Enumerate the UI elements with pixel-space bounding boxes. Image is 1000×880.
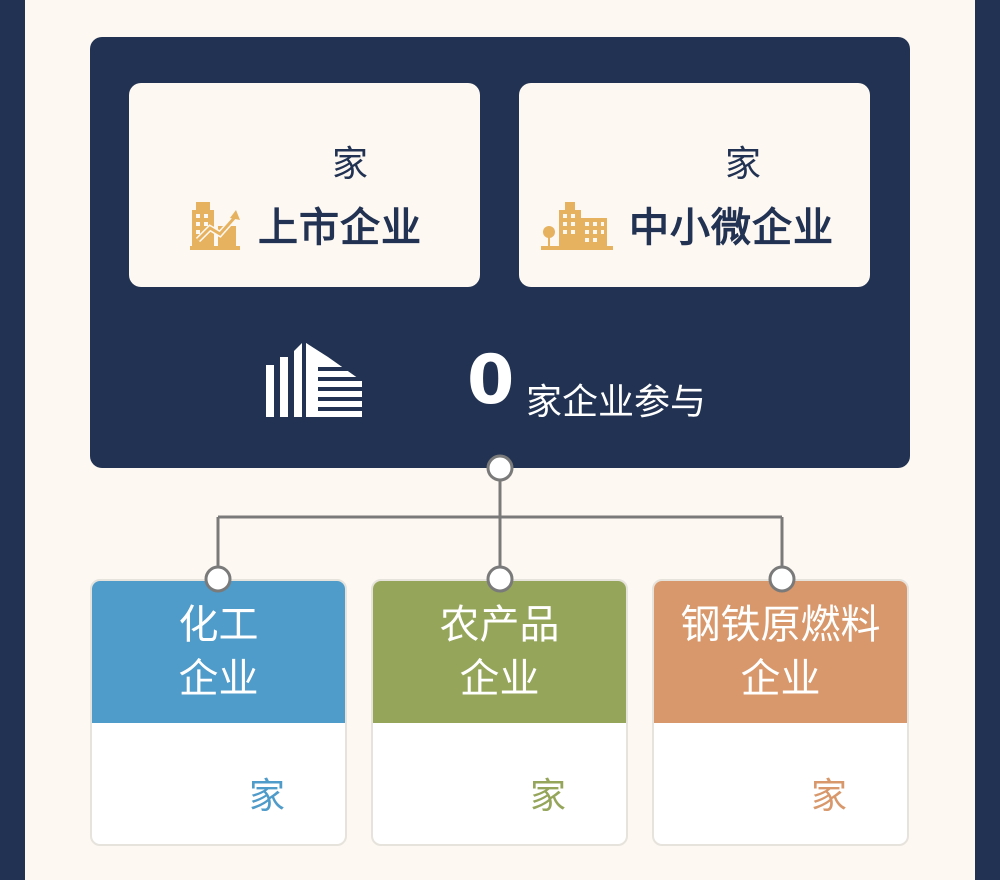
steel-line2: 企业 [740,656,821,702]
enterprise-count-label: 家企业参与 [526,382,707,423]
chemical-unit: 家 [249,776,286,817]
agri-line1: 农产品 [439,602,560,648]
listed-company-unit: 家 [332,144,369,185]
chemical-line1: 化工 [178,602,259,648]
chemical-line2: 企业 [178,656,259,702]
enterprise-count: 0 [467,341,515,420]
steel-enterprise-card: 钢铁原燃料 企业 家 [652,579,909,846]
listed-company-title: 上市企业 [258,205,422,251]
agri-unit: 家 [530,776,567,817]
sme-company-title: 中小微企业 [629,205,834,251]
agri-line2: 企业 [459,656,540,702]
agri-enterprise-card: 农产品 企业 家 [371,579,628,846]
chemical-enterprise-card: 化工 企业 家 [90,579,347,846]
building-icon [266,343,362,421]
sme-company-unit: 家 [725,144,762,185]
sme-company-card: 家 [519,83,870,287]
steel-line1: 钢铁原燃料 [680,602,881,648]
listed-company-card: 家 上市企业 [129,83,480,287]
enterprise-summary-panel: 家 上市企业 家 [90,37,910,468]
chart-building-icon [186,196,242,252]
office-building-icon [541,196,613,252]
steel-unit: 家 [811,776,848,817]
